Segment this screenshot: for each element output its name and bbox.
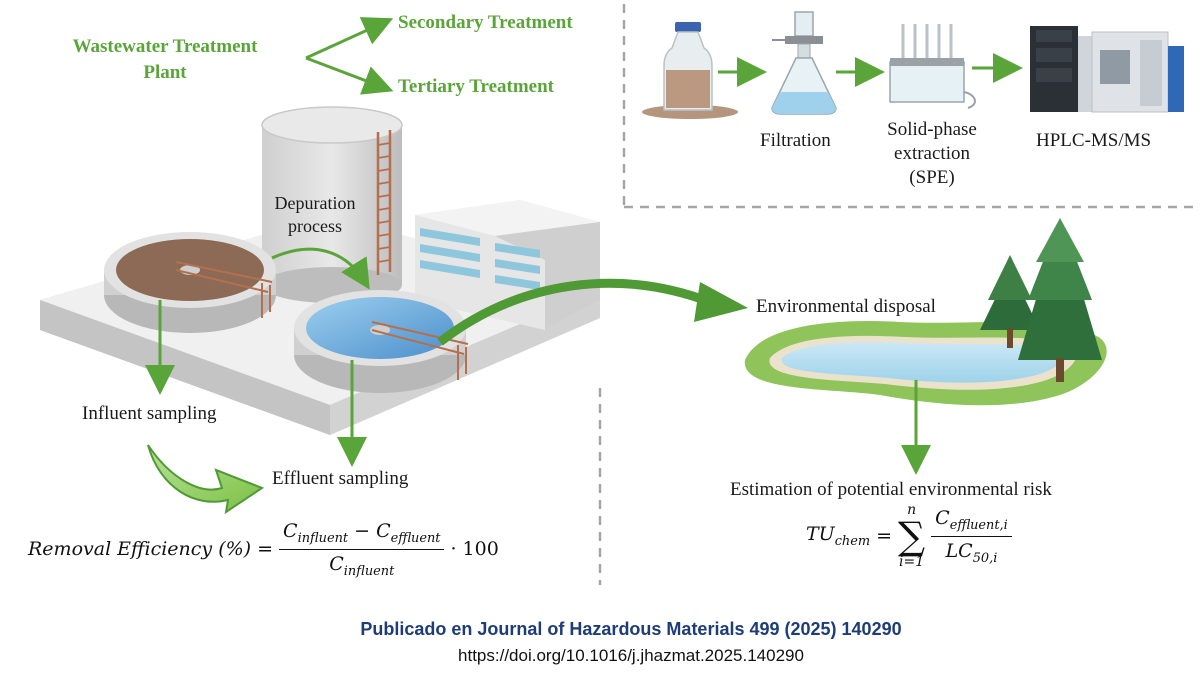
hplc-label: HPLC-MS/MS — [1036, 130, 1152, 151]
removal-equation-denominator: Cinfluent — [329, 550, 394, 579]
numerator-c-effluent: C — [376, 520, 391, 542]
hplc-ms-instrument-icon — [1030, 26, 1184, 113]
pine-trees — [980, 218, 1102, 382]
tu-lhs-symbol: TU — [806, 523, 835, 546]
tu-num-sub: effluent,i — [949, 517, 1008, 533]
sample-bottle-icon — [642, 22, 738, 119]
risk-estimation-label: Estimation of potential environmental ri… — [730, 479, 1052, 500]
depuration-line2: process — [288, 216, 342, 236]
influent-clarifier — [104, 232, 276, 333]
influent-sampling-label: Influent sampling — [82, 403, 217, 424]
pond-scene — [744, 320, 1107, 406]
influent-to-effluent-arrow — [147, 444, 265, 515]
removal-efficiency-equation: Removal Efficiency (%) = Cinfluent − Cef… — [28, 520, 499, 579]
tu-lhs-sub: chem — [834, 533, 871, 549]
effluent-sampling-label: Effluent sampling — [272, 468, 409, 489]
removal-equation-tail: · 100 — [450, 538, 499, 561]
wwtp-title: Wastewater Treatment Plant — [30, 34, 300, 86]
tu-den-lc: LC — [945, 539, 973, 562]
tu-numerator: Ceffluent,i — [931, 507, 1012, 537]
disposal-flow-arrow — [437, 278, 712, 346]
filtration-label: Filtration — [760, 130, 831, 151]
numerator-sub-influent: influent — [297, 530, 349, 546]
effluent-clarifier — [294, 290, 469, 393]
tertiary-treatment-label: Tertiary Treatment — [398, 76, 555, 97]
tu-fraction: Ceffluent,i LC50,i — [931, 507, 1012, 566]
numerator-c-influent: C — [283, 520, 298, 542]
denominator-c: C — [329, 552, 344, 575]
treatment-branch-arrows — [305, 17, 394, 95]
toxic-units-equation: TUchem = n ∑ i=1 Ceffluent,i LC50,i — [806, 503, 1012, 569]
depuration-process-label: Depuration process — [250, 192, 380, 238]
plant-building — [415, 200, 600, 330]
spe-line2: extraction — [894, 143, 970, 164]
disposal-arrow-head — [694, 282, 748, 322]
spe-line1: Solid-phase — [887, 119, 977, 140]
tu-summation: n ∑ i=1 — [898, 503, 925, 569]
filtration-apparatus-icon — [771, 11, 837, 115]
denominator-sub: influent — [343, 563, 395, 579]
tu-lhs: TUchem — [806, 523, 870, 549]
publication-citation: Publicado en Journal of Hazardous Materi… — [360, 619, 902, 639]
removal-equation-lhs: Removal Efficiency (%) = — [28, 538, 274, 561]
tu-sum-lower: i=1 — [899, 554, 925, 570]
spe-manifold-icon — [889, 24, 976, 109]
removal-equation-numerator: Cinfluent − Ceffluent — [279, 520, 445, 550]
depuration-line1: Depuration — [274, 193, 356, 213]
removal-equation-fraction: Cinfluent − Ceffluent Cinfluent — [279, 520, 445, 579]
tu-sum-upper: n — [907, 502, 917, 518]
numerator-sub-effluent: effluent — [390, 530, 441, 546]
spe-label: Solid-phase extraction (SPE) — [862, 118, 1002, 190]
tu-num-c: C — [935, 506, 950, 529]
dashed-separators — [598, 4, 1198, 585]
wwtp-title-line1: Wastewater Treatment — [72, 36, 258, 57]
tu-den-sub: 50,i — [972, 550, 998, 566]
publication-doi-link[interactable]: https://doi.org/10.1016/j.jhazmat.2025.1… — [458, 646, 804, 665]
secondary-treatment-label: Secondary Treatment — [398, 12, 573, 33]
spe-line3: (SPE) — [909, 167, 955, 188]
tu-denominator: LC50,i — [946, 537, 998, 566]
tu-sum-symbol: ∑ — [898, 514, 926, 558]
numerator-minus: − — [348, 520, 377, 542]
depuration-arrow — [271, 247, 370, 290]
tu-equals: = — [876, 525, 893, 547]
environmental-disposal-label: Environmental disposal — [756, 296, 936, 317]
wwtp-title-line2: Plant — [143, 62, 187, 83]
